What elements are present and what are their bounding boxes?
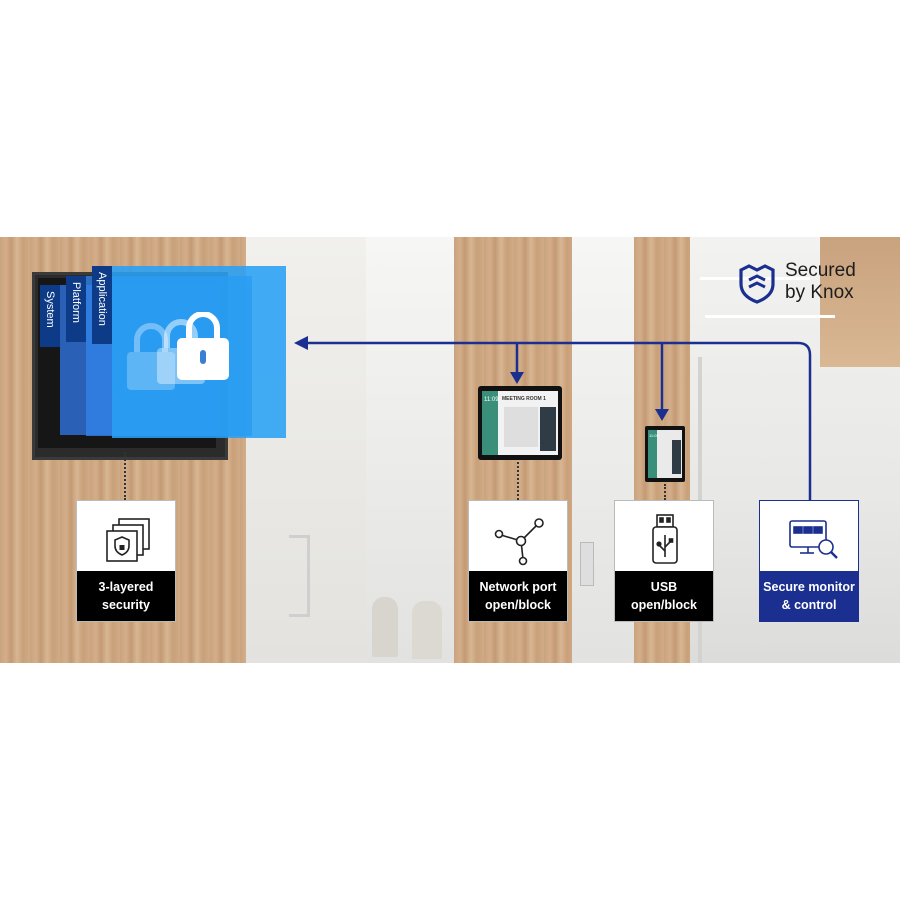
chair (372, 597, 398, 657)
layer-tab-system: System (40, 285, 60, 347)
lock-icon (127, 312, 229, 390)
feature-label: Network port open/block (469, 571, 567, 621)
feature-label-line1: USB (650, 580, 678, 594)
feature-card-3-layered-security: 3-layered security (76, 500, 176, 622)
feature-label-line1: Network port (479, 580, 557, 594)
knox-brand: Secured by Knox (737, 260, 887, 306)
brand-name: Secured by Knox (785, 260, 856, 304)
wall-display-small: 11:09 (645, 426, 685, 482)
ceiling-light (705, 315, 835, 318)
display-title: MEETING ROOM 1 (502, 396, 546, 402)
chair (412, 601, 442, 659)
feature-label-line2: security (102, 598, 150, 612)
feature-label: Secure monitor & control (760, 571, 858, 621)
dotted-connector (124, 452, 126, 500)
display-clock: 11:09 (484, 397, 499, 403)
ceiling-wood (820, 237, 900, 367)
dotted-connector (517, 462, 519, 500)
feature-label: 3-layered security (77, 571, 175, 621)
feature-card-network-port: Network port open/block (468, 500, 568, 622)
knox-shield-icon (739, 264, 775, 304)
layer-tab-platform: Platform (66, 276, 86, 342)
feature-label-line2: open/block (485, 598, 551, 612)
wall-display-middle: 11:09 MEETING ROOM 1 (478, 386, 562, 460)
feature-label-line1: Secure monitor (763, 580, 855, 594)
dotted-connector (664, 484, 666, 500)
display-clock: 11:09 (649, 433, 659, 438)
feature-card-usb: USB open/block (614, 500, 714, 622)
layer-tab-application: Application (92, 266, 112, 344)
feature-card-secure-monitor: Secure monitor & control (759, 500, 859, 622)
network-nodes-icon (494, 518, 544, 566)
usb-icon (652, 514, 678, 564)
feature-label-line2: & control (781, 598, 837, 612)
feature-label-line2: open/block (631, 598, 697, 612)
monitor-search-icon (789, 520, 838, 559)
brand-line2: by Knox (785, 282, 854, 303)
door-handle (580, 542, 594, 586)
feature-label-line1: 3-layered (98, 580, 154, 594)
brand-line1: Secured (785, 260, 856, 281)
feature-label: USB open/block (615, 571, 713, 621)
stacked-shield-icon (106, 518, 150, 562)
glass-partition (366, 237, 454, 663)
door-handle (289, 535, 310, 617)
